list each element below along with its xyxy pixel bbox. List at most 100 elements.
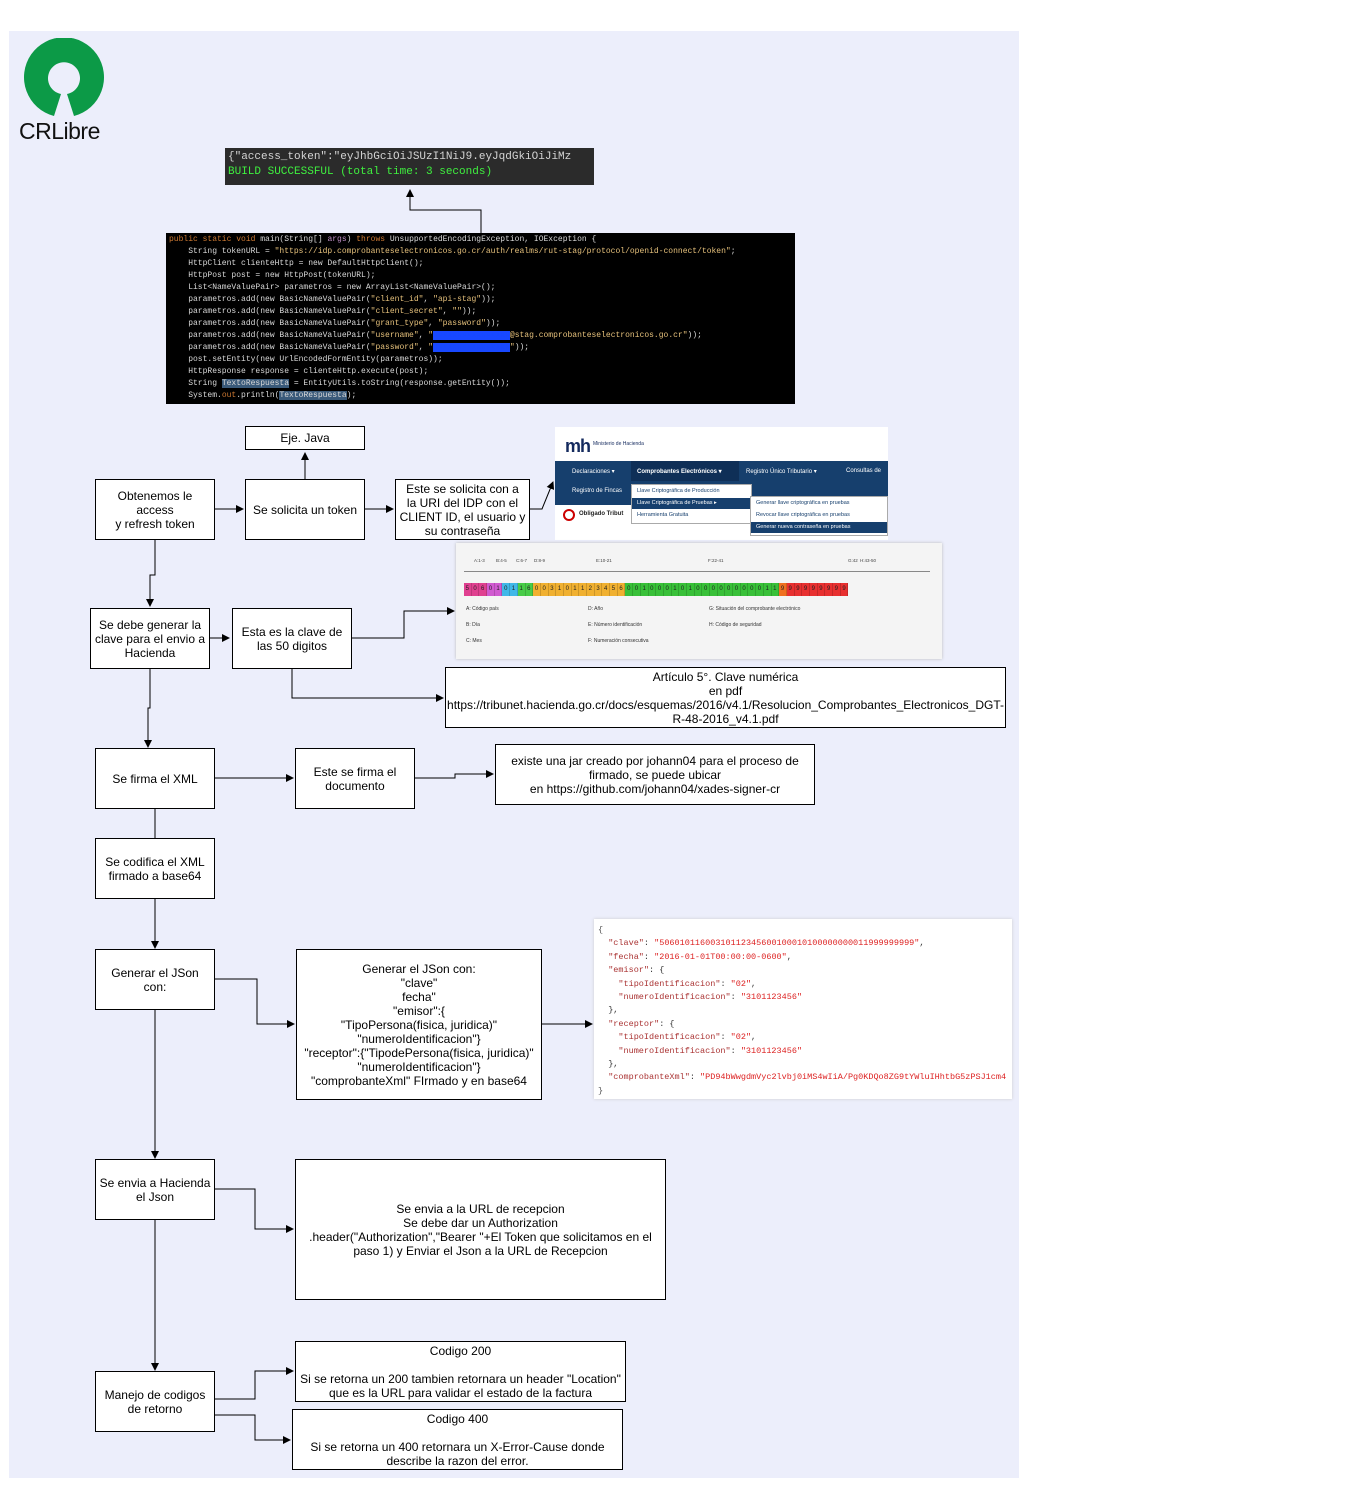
clave-digit: 9 <box>794 583 803 596</box>
code-line: List<NameValuePair> parametros = new Arr… <box>169 283 496 292</box>
menu-item-generar-contrasena[interactable]: Generar nueva contraseña en pruebas <box>756 524 851 530</box>
code-line: post.setEntity(new UrlEncodedFormEntity(… <box>169 355 443 364</box>
pruebas-submenu: Generar llave criptográfica en pruebas R… <box>750 496 888 536</box>
code-line: String tokenURL = "https://idp.comproban… <box>169 247 736 256</box>
clave-digit: 1 <box>763 583 772 596</box>
nav-registro-fincas[interactable]: Registro de Fincas <box>572 488 623 494</box>
submenu-highlight <box>751 522 887 533</box>
clave-digit: 0 <box>663 583 672 596</box>
code-line: parametros.add(new BasicNameValuePair("p… <box>169 343 530 352</box>
nav-registro-unico[interactable]: Registro Único Tributario ▾ <box>746 469 817 475</box>
segment-label: C:6-7 <box>516 558 528 563</box>
legend-item: D: Año <box>588 606 604 612</box>
box-uri-idp: Este se solicita con a la URI del IDP co… <box>395 479 530 540</box>
json-line: }, <box>598 1059 619 1070</box>
hacienda-portal-screenshot: mh Ministerio de Hacienda Declaraciones … <box>555 427 888 540</box>
legend-item: E: Número identificación <box>588 622 643 628</box>
clave-digit: 0 <box>702 583 710 596</box>
code-line: System.out.println(TextoRespuesta); <box>169 391 357 400</box>
clave-digit: 0 <box>471 583 480 596</box>
clave-digit: 0 <box>748 583 757 596</box>
clave-digit: 0 <box>648 583 657 596</box>
clave-digit: 6 <box>479 583 488 596</box>
code-line: HttpResponse response = clienteHttp.exec… <box>169 367 429 376</box>
nav-declaraciones[interactable]: Declaraciones ▾ <box>572 469 615 475</box>
clave-digit: 1 <box>571 583 580 596</box>
json-line: "fecha": "2016-01-01T00:00:00-0600", <box>608 951 792 962</box>
clave-digit: 1 <box>671 583 680 596</box>
clave-digit: 1 <box>517 583 526 596</box>
legend-item: C: Mes <box>466 638 482 644</box>
box-obtenemos-token: Obtenemos le access y refresh token <box>95 479 215 540</box>
legend-item: A: Código país <box>466 606 499 612</box>
comprobantes-dropdown: Llave Criptográfica de Producción Llave … <box>631 484 752 524</box>
clave-digit: 0 <box>740 583 749 596</box>
segment-label: E:10-21 <box>596 558 612 563</box>
clave-digit: 1 <box>579 583 587 596</box>
clave-digit: 0 <box>756 583 764 596</box>
json-line: }, <box>598 1005 619 1016</box>
hacienda-logo-caption: Ministerio de Hacienda <box>593 441 644 447</box>
clave-digit: 4 <box>602 583 611 596</box>
box-solicita-token: Se solicita un token <box>245 479 365 540</box>
terminal-output: {"access_token":"eyJhbGciOiJSUzI1NiJ9.ey… <box>225 148 594 185</box>
clave-digit: 0 <box>710 583 718 596</box>
menu-item-generar-llave[interactable]: Generar llave criptográfica en pruebas <box>756 500 850 506</box>
box-firma-xml: Se firma el XML <box>95 748 215 809</box>
java-code-screenshot: public static void main(String[] args) t… <box>166 233 795 404</box>
clave-digit: 9 <box>779 583 787 596</box>
clave-digit: 6 <box>617 583 626 596</box>
clave-digit: 1 <box>640 583 649 596</box>
code-line: HttpPost post = new HttpPost(tokenURL); <box>169 271 376 280</box>
menu-item-revocar-llave[interactable]: Revocar llave criptográfica en pruebas <box>756 512 850 518</box>
clave-digit: 1 <box>556 583 564 596</box>
box-codigo-400: Codigo 400 Si se retorna un 400 retornar… <box>292 1409 623 1470</box>
menu-item-herramienta[interactable]: Herramienta Gratuita <box>637 512 689 518</box>
open-source-logo-icon <box>24 38 104 116</box>
clave-digit: 0 <box>540 583 549 596</box>
clave-digit: 2 <box>587 583 595 596</box>
clave-digit: 0 <box>533 583 541 596</box>
nav-consultas[interactable]: Consultas de <box>846 468 882 474</box>
nav-comprobantes[interactable]: Comprobantes Electrónicos ▾ <box>637 469 722 475</box>
code-line: HttpClient clienteHttp = new DefaultHttp… <box>169 259 424 268</box>
box-jar: existe una jar creado por johann04 para … <box>495 744 815 805</box>
terminal-access-token-line: {"access_token":"eyJhbGciOiJSUzI1NiJ9.ey… <box>228 151 572 163</box>
clave-digit: 1 <box>494 583 503 596</box>
clave-digit: 9 <box>817 583 826 596</box>
redacted-password: xxxxxxxxxxxxxxxx <box>433 343 510 352</box>
logo-text: CRLibre <box>19 118 100 144</box>
circle-icon <box>563 509 575 521</box>
clave-digit: 1 <box>510 583 518 596</box>
code-line: String TextoRespuesta = EntityUtils.toSt… <box>169 379 510 388</box>
clave-digit: 5 <box>610 583 618 596</box>
menu-item-llave-pruebas[interactable]: Llave Criptográfica de Pruebas ▸ <box>637 500 717 506</box>
box-manejo-codigos: Manejo de codigos de retorno <box>95 1371 215 1432</box>
menu-item-llave-produccion[interactable]: Llave Criptográfica de Producción <box>637 488 720 494</box>
json-line: "comprobanteXml": "PD94bWwgdmVyc2lvbj0iM… <box>608 1072 1007 1083</box>
json-line: "tipoIdentificacion": "02", <box>618 978 757 989</box>
clave-digits-image: A:1-3 B:4-5 C:6-7 D:8-9 E:10-21 F:22-41 … <box>456 543 942 659</box>
box-envia-detail: Se envia a la URL de recepcion Se debe d… <box>295 1159 666 1300</box>
clave-digit: 3 <box>548 583 557 596</box>
clave-digit: 0 <box>625 583 634 596</box>
box-codifica-base64: Se codifica el XML firmado a base64 <box>95 838 215 899</box>
segment-label: H:43-50 <box>860 558 877 563</box>
json-line: "clave": "506010116003101123456001000101… <box>608 938 925 949</box>
box-firma-documento: Este se firma el documento <box>295 748 415 809</box>
box-generar-clave: Se debe generar la clave para el envio a… <box>90 608 210 669</box>
json-line: "numeroIdentificacion": "3101123456" <box>618 992 803 1003</box>
clave-digit: 0 <box>502 583 511 596</box>
legend-item: B: Día <box>466 622 480 628</box>
segment-label: F:22-41 <box>708 558 724 563</box>
code-line: parametros.add(new BasicNameValuePair("g… <box>169 319 501 328</box>
clave-digit: 1 <box>686 583 695 596</box>
box-codigo-200: Codigo 200 Si se retorna un 200 tambien … <box>295 1341 626 1402</box>
clave-digit: 9 <box>802 583 810 596</box>
code-line: parametros.add(new BasicNameValuePair("c… <box>169 295 496 304</box>
nav-active-highlight <box>631 461 739 481</box>
terminal-build-line: BUILD SUCCESSFUL (total time: 3 seconds) <box>228 166 493 178</box>
clave-digit: 3 <box>594 583 603 596</box>
json-line: "emisor": { <box>608 965 665 976</box>
